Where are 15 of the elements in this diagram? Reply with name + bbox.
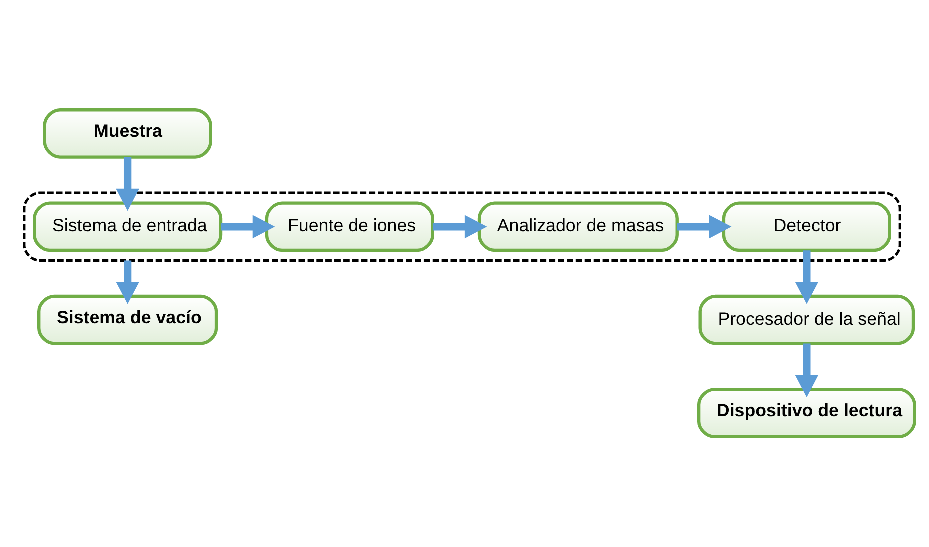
node-box: Muestra xyxy=(43,108,212,159)
arrow xyxy=(678,215,732,239)
node-box: Procesador de la señal xyxy=(698,294,916,346)
arrow xyxy=(432,215,488,239)
arrow xyxy=(795,344,819,398)
node-box: Sistema de vacío xyxy=(38,294,218,346)
node-box: Analizador de masas xyxy=(478,202,679,252)
node-box: Fuente de iones xyxy=(265,202,434,252)
arrow xyxy=(116,260,140,304)
arrow xyxy=(221,215,276,239)
node-box: Detector xyxy=(722,202,892,252)
node-box: Sistema de entrada xyxy=(33,202,223,252)
cluster xyxy=(23,192,902,262)
arrow xyxy=(795,250,819,304)
node-box: Dispositivo de lectura xyxy=(697,388,916,438)
